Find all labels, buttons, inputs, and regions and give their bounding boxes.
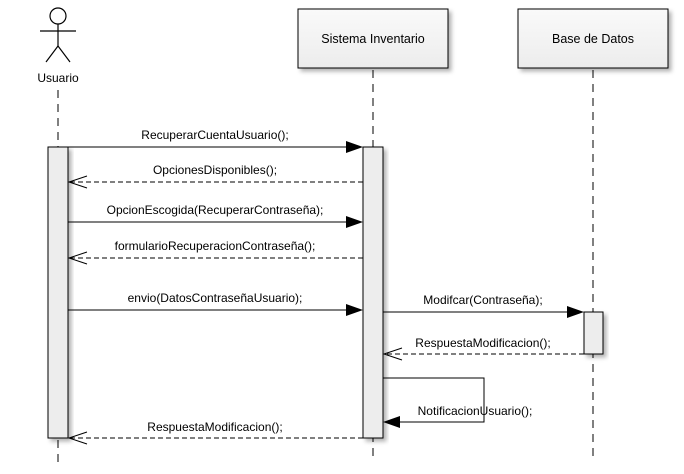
message-3-arrowhead	[346, 216, 363, 228]
message-7-arrowhead	[382, 347, 403, 361]
message-5-arrowhead	[346, 304, 363, 316]
message-5: envio(DatosContraseñaUsuario);	[68, 291, 363, 316]
message-6-arrowhead	[567, 306, 584, 318]
participant-label-bd: Base de Datos	[552, 32, 634, 46]
message-8-line	[383, 377, 485, 423]
message-6-label: Modifcar(Contraseña);	[423, 293, 542, 307]
message-4-label: formularioRecuperacionContraseña();	[115, 239, 316, 253]
actor-head	[49, 7, 67, 25]
participant-box-bd	[517, 8, 669, 69]
message-1: RecuperarCuentaUsuario();	[68, 128, 363, 153]
message-7: RespuestaModificacion();	[382, 336, 584, 361]
participant-sistema: Sistema Inventario	[297, 8, 449, 69]
message-2-arrowhead	[67, 175, 88, 189]
message-3: OpcionEscogida(RecuperarContraseña);	[68, 203, 363, 228]
message-3-label: OpcionEscogida(RecuperarContraseña);	[107, 203, 324, 217]
activation-sistema	[362, 146, 384, 439]
message-2: OpcionesDisponibles();	[67, 163, 363, 189]
message-7-label: RespuestaModificacion();	[415, 336, 550, 350]
message-9: RespuestaModificacion();	[67, 420, 363, 445]
message-6: Modifcar(Contraseña);	[383, 293, 584, 318]
message-4-arrowhead	[67, 251, 88, 265]
message-9-label: RespuestaModificacion();	[147, 420, 282, 434]
actor-label: Usuario	[37, 71, 79, 85]
message-2-label: OpcionesDisponibles();	[153, 163, 277, 177]
actor-right-leg	[57, 45, 71, 63]
participant-bd: Base de Datos	[517, 8, 669, 69]
message-8-label: NotificacionUsuario();	[418, 404, 533, 418]
message-9-arrowhead	[67, 431, 88, 445]
activation-usuario	[47, 146, 69, 439]
message-8: NotificacionUsuario();	[383, 377, 533, 428]
activation-bd	[583, 311, 604, 355]
message-8-arrowhead	[383, 416, 400, 428]
message-1-arrowhead	[346, 141, 363, 153]
actor-left-leg	[45, 45, 59, 63]
participant-box-sistema	[297, 8, 449, 69]
message-5-label: envio(DatosContraseñaUsuario);	[128, 291, 303, 305]
participant-label-sistema: Sistema Inventario	[321, 32, 425, 46]
message-1-label: RecuperarCuentaUsuario();	[141, 128, 288, 142]
message-4: formularioRecuperacionContraseña();	[67, 239, 363, 265]
actor-usuario: Usuario	[37, 7, 79, 85]
